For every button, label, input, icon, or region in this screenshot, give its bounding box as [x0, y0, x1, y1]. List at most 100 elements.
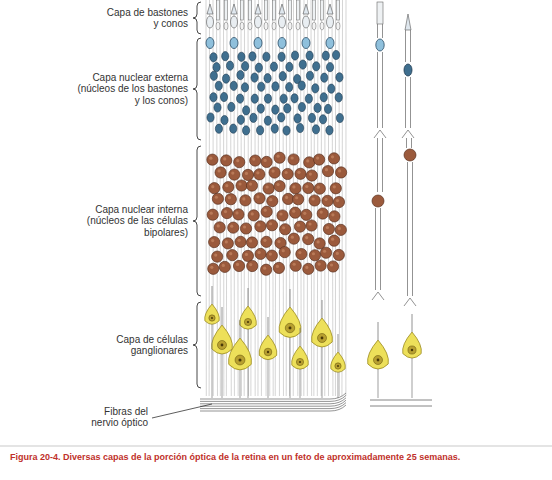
bipolar-nucleus	[228, 222, 239, 233]
nucleus-highlight	[276, 265, 279, 268]
bipolar-nucleus	[250, 155, 261, 166]
rod-nucleus	[242, 62, 249, 71]
rod-inner	[240, 22, 244, 30]
synapse-fork	[404, 298, 416, 306]
nucleus-highlight	[331, 238, 334, 241]
axon	[300, 369, 301, 398]
rod-nucleus	[297, 123, 304, 132]
bipolar-nucleus	[290, 260, 301, 271]
bipolar-nucleus	[234, 157, 245, 168]
cell-chain-group	[368, 2, 432, 406]
rod-outer	[313, 0, 316, 20]
rod-outer	[337, 0, 340, 20]
optic-fiber	[370, 406, 432, 407]
axon	[378, 369, 379, 398]
nucleus-highlight	[263, 267, 266, 270]
bipolar-nucleus	[290, 207, 301, 218]
bipolar-nucleus	[296, 248, 307, 259]
bipolar-nucleus	[336, 167, 347, 178]
fiber-group	[206, 0, 346, 396]
bipolar-nucleus	[225, 194, 236, 205]
cone-inner	[207, 16, 214, 28]
bipolar-nucleus	[320, 247, 331, 258]
nucleus-highlight	[285, 196, 288, 199]
bipolar-nucleus	[329, 235, 340, 246]
layer-label: Capa de células ganglionares	[104, 334, 188, 357]
nucleus-highlight	[312, 197, 315, 200]
rod-nucleus	[312, 125, 319, 134]
rod-nucleus	[243, 106, 250, 115]
cell-process	[405, 30, 406, 62]
dendrite	[248, 288, 249, 306]
bipolar-nucleus	[227, 250, 238, 261]
rod-nucleus	[299, 60, 306, 69]
rod-nucleus	[257, 126, 264, 135]
rod-inner	[336, 22, 340, 30]
nucleus-highlight	[297, 224, 300, 227]
rod-nucleus	[298, 102, 305, 111]
cone-nucleus	[278, 38, 286, 49]
synapse-fork	[374, 130, 386, 138]
bipolar-nucleus	[267, 196, 278, 207]
rod-nucleus	[210, 93, 217, 102]
rod-nucleus	[251, 73, 258, 82]
rod-nucleus	[308, 113, 315, 122]
ganglion-cell	[403, 332, 422, 358]
axon	[290, 337, 291, 398]
bipolar-nucleus	[219, 261, 230, 272]
nucleolus	[267, 351, 269, 353]
rod-nucleus	[215, 81, 222, 90]
rod-nucleus	[230, 124, 237, 133]
vertical-fiber	[206, 0, 207, 396]
cone-inner	[255, 16, 262, 28]
rod-inner	[264, 22, 268, 30]
rod-nucleus	[291, 94, 298, 103]
cell-process	[412, 162, 413, 296]
nucleus-highlight	[330, 263, 333, 266]
rod-nucleus	[242, 126, 249, 135]
rod-nucleus	[210, 71, 217, 80]
bipolar-nucleus	[304, 157, 315, 168]
bipolar-nucleus	[207, 154, 218, 165]
rod-nucleus	[221, 115, 228, 124]
rod-inner	[312, 22, 316, 30]
layer-label: Capa de bastones y conos	[106, 7, 188, 30]
rod-outer	[273, 0, 276, 20]
rod-nucleus	[324, 104, 331, 113]
rod-inner	[272, 22, 276, 30]
bipolar-nucleus	[301, 209, 312, 220]
cell-process	[405, 77, 406, 128]
rod-nucleus	[263, 52, 270, 61]
figure-caption: Figura 20-4. Diversas capas de la porció…	[10, 452, 544, 463]
dendrite	[338, 334, 339, 352]
rod-nucleus	[222, 52, 229, 61]
nucleus-highlight	[214, 254, 217, 257]
rod-nucleus	[332, 50, 339, 59]
nucleus-highlight	[242, 197, 245, 200]
rod-nucleus	[306, 51, 313, 60]
cell-process	[407, 162, 408, 296]
axon	[322, 347, 323, 398]
nucleus-highlight	[297, 171, 300, 174]
rod-inner	[216, 22, 220, 30]
rod-nucleus	[220, 92, 227, 101]
outer-nuclear-group	[207, 50, 344, 135]
nucleus-highlight	[326, 226, 329, 229]
bipolar-nucleus	[235, 236, 246, 247]
nucleus-highlight	[264, 209, 267, 212]
nucleus-highlight	[210, 266, 213, 269]
ganglion-nucleus	[235, 355, 245, 365]
bipolar-nucleus	[283, 193, 294, 204]
nucleus-highlight	[305, 236, 308, 239]
nucleus-highlight	[257, 223, 260, 226]
bipolar-nucleus	[314, 183, 325, 194]
rod-nucleus	[319, 115, 326, 124]
bipolar-nucleus	[221, 207, 232, 218]
dendrite	[268, 317, 269, 335]
nucleus-highlight	[249, 263, 252, 266]
nucleus-highlight	[231, 171, 234, 174]
rod-nucleus	[228, 102, 235, 111]
cell-process	[375, 208, 376, 290]
nucleus-highlight	[317, 240, 320, 243]
cone-nucleus	[326, 38, 334, 49]
